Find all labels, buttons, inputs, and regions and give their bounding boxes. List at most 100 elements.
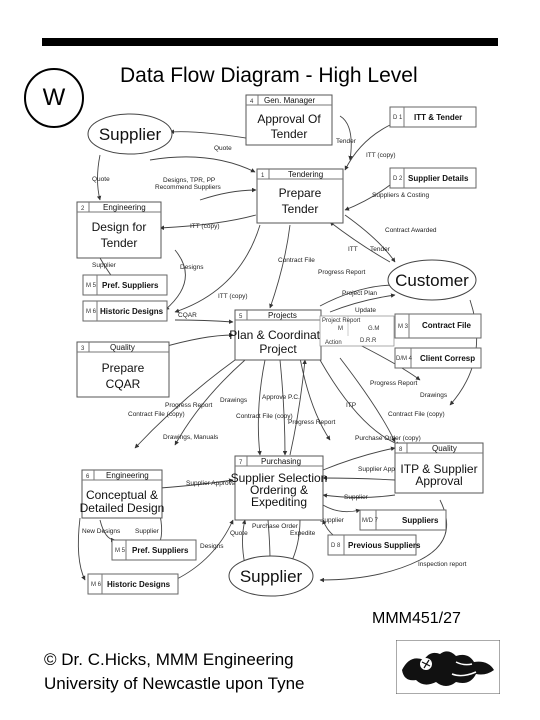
process-4-line1: Approval Of (257, 112, 321, 126)
flow-label-quote-2: Quote (92, 176, 110, 183)
top-bar (42, 38, 498, 46)
process-6-number: 6 (86, 474, 90, 480)
process-7-line3: Expediting (251, 495, 307, 509)
note-action: Action (325, 340, 342, 346)
process-1-prepare-tender: 1 Tendering Prepare Tender (256, 168, 344, 224)
flow-label-contract-file-copy-2: Contract File (copy) (236, 413, 293, 420)
store-contract-file-id: M 3 (398, 324, 409, 330)
process-4-approval-of-tender: 4 Gen. Manager Approval Of Tender (245, 94, 333, 146)
store-client-corresp: D/M 4 Client Corresp (394, 347, 482, 369)
flow-label-inspection-report: Inspection report (418, 561, 467, 568)
flow-label-contract-file: Contract File (278, 257, 315, 264)
flow-label-quote-3: Quote (230, 530, 248, 537)
flow-label-tender-2: Tender (370, 246, 391, 253)
store-previous-suppliers-label: Previous Suppliers (348, 541, 421, 550)
flow-label-itt-copy-2: ITT (copy) (190, 223, 220, 230)
store-contract-file: M 3 Contract File (394, 313, 482, 339)
process-7-supplier-selection: 7 Purchasing Supplier Selection Ordering… (231, 455, 328, 521)
flow-label-quote-1: Quote (214, 145, 232, 152)
flow-label-supplier-approval: Supplier Approval (186, 480, 238, 487)
slide-id: MMM451/27 (372, 610, 461, 627)
process-2-line1: Design for (92, 220, 147, 234)
store-historic-designs-1-id: M 6 (86, 309, 97, 315)
flow-label-designs-tpr: Designs, TPR, PP (163, 177, 215, 184)
flow-label-suppliers-costing: Suppliers & Costing (372, 192, 429, 199)
process-7-line2: Ordering & (250, 483, 308, 497)
store-client-corresp-label: Client Corresp (420, 354, 475, 363)
process-3-line2: CQAR (106, 377, 141, 391)
page-title: Data Flow Diagram - High Level (120, 64, 418, 87)
store-itt-tender-label: ITT & Tender (414, 113, 462, 122)
flow-label-itt: ITT (348, 246, 358, 253)
process-8-line2: Approval (415, 474, 462, 488)
flow-label-supplier-4: Supplier (135, 528, 160, 535)
flow-label-supplier: Supplier (92, 262, 117, 269)
flow-label-supplier-2: Supplier (344, 494, 369, 501)
process-2-line2: Tender (101, 236, 138, 250)
store-historic-designs-2-label: Historic Designs (107, 580, 171, 589)
process-6-header: Engineering (106, 471, 149, 480)
store-pref-suppliers-2-label: Pref. Suppliers (132, 546, 189, 555)
flow-label-recommend: Recommend Suppliers (155, 184, 222, 191)
flow-label-designs-2: Designs (200, 543, 224, 550)
store-pref-suppliers-1: M 5 Pref. Suppliers (82, 274, 168, 296)
process-7-number: 7 (239, 460, 243, 466)
process-5-header: Projects (268, 311, 297, 320)
entity-supplier-top-label: Supplier (99, 125, 162, 144)
flow-label-drawings: Drawings (420, 392, 448, 399)
store-pref-suppliers-1-id: M 5 (86, 283, 97, 289)
flow-label-purchase-order: Purchase Order (252, 523, 299, 530)
store-client-corresp-id: D/M 4 (396, 356, 413, 362)
process-5-number: 5 (239, 314, 243, 320)
process-8-header: Quality (432, 444, 457, 453)
entity-supplier-bottom: Supplier (228, 555, 314, 597)
store-historic-designs-2-id: M 6 (91, 582, 102, 588)
flow-label-cqar: CQAR (178, 312, 197, 319)
flow-label-tender: Tender (336, 138, 357, 145)
flow-label-drawings-manuals: Drawings, Manuals (163, 434, 219, 441)
process-8-number: 8 (399, 447, 403, 453)
flow-label-itt-copy-1: ITT (copy) (366, 152, 396, 159)
entity-supplier-bottom-label: Supplier (240, 567, 303, 586)
note-drr: D.R.R (360, 338, 377, 344)
process-4-header: Gen. Manager (264, 96, 315, 105)
store-previous-suppliers: D 8 Previous Suppliers (327, 534, 421, 556)
flow-label-contract-file-copy: Contract File (copy) (128, 411, 185, 418)
process-3-prepare-cqar: 3 Quality Prepare CQAR (76, 341, 170, 398)
flow-label-itt-copy-3: ITT (copy) (218, 293, 248, 300)
flow-label-purchase-order-copy: Purchase Order (copy) (355, 435, 421, 442)
process-7-line1: Supplier Selection (231, 471, 328, 485)
entity-supplier-top: Supplier (87, 113, 173, 155)
store-suppliers-label: Suppliers (402, 516, 439, 525)
university-crest-logo (396, 640, 500, 694)
entity-customer: Customer (387, 259, 477, 301)
store-historic-designs-1-label: Historic Designs (100, 307, 164, 316)
store-historic-designs-2: M 6 Historic Designs (87, 573, 179, 595)
entity-customer-label: Customer (395, 271, 469, 290)
flow-label-drawings-2: Drawings (220, 397, 248, 404)
flow-label-expedite: Expedite (290, 530, 316, 537)
flow-label-new-designs: New Designs (82, 528, 121, 535)
project-report-note: Project Report M G.M D.R.R Action (319, 315, 395, 347)
flow-label-supplier-approva: Supplier Approva (358, 466, 408, 473)
process-7-header: Purchasing (261, 457, 301, 466)
process-1-number: 1 (261, 173, 265, 179)
process-1-line2: Tender (282, 202, 319, 216)
process-3-line1: Prepare (102, 361, 145, 375)
process-1-line1: Prepare (279, 186, 322, 200)
process-6-line2: Detailed Design (80, 501, 165, 515)
store-historic-designs-1: M 6 Historic Designs (82, 300, 168, 322)
process-2-header: Engineering (103, 203, 146, 212)
flow-label-progress-report: Progress Report (318, 269, 366, 276)
process-5-line2: Project (259, 342, 297, 356)
process-4-number: 4 (250, 99, 254, 105)
flow-label-progress-report-2: Progress Report (370, 380, 418, 387)
process-2-number: 2 (81, 206, 85, 212)
process-3-number: 3 (81, 346, 85, 352)
flow-labels: Quote Tender ITT (copy) Quote Designs, T… (82, 138, 467, 568)
store-suppliers: M/D 7 Suppliers (359, 509, 447, 531)
process-6-line1: Conceptual & (86, 488, 158, 502)
flow-label-supplier-3: Supplier (320, 517, 345, 524)
process-8-itp-supplier-approval: 8 Quality ITP & Supplier Approval (394, 442, 484, 494)
